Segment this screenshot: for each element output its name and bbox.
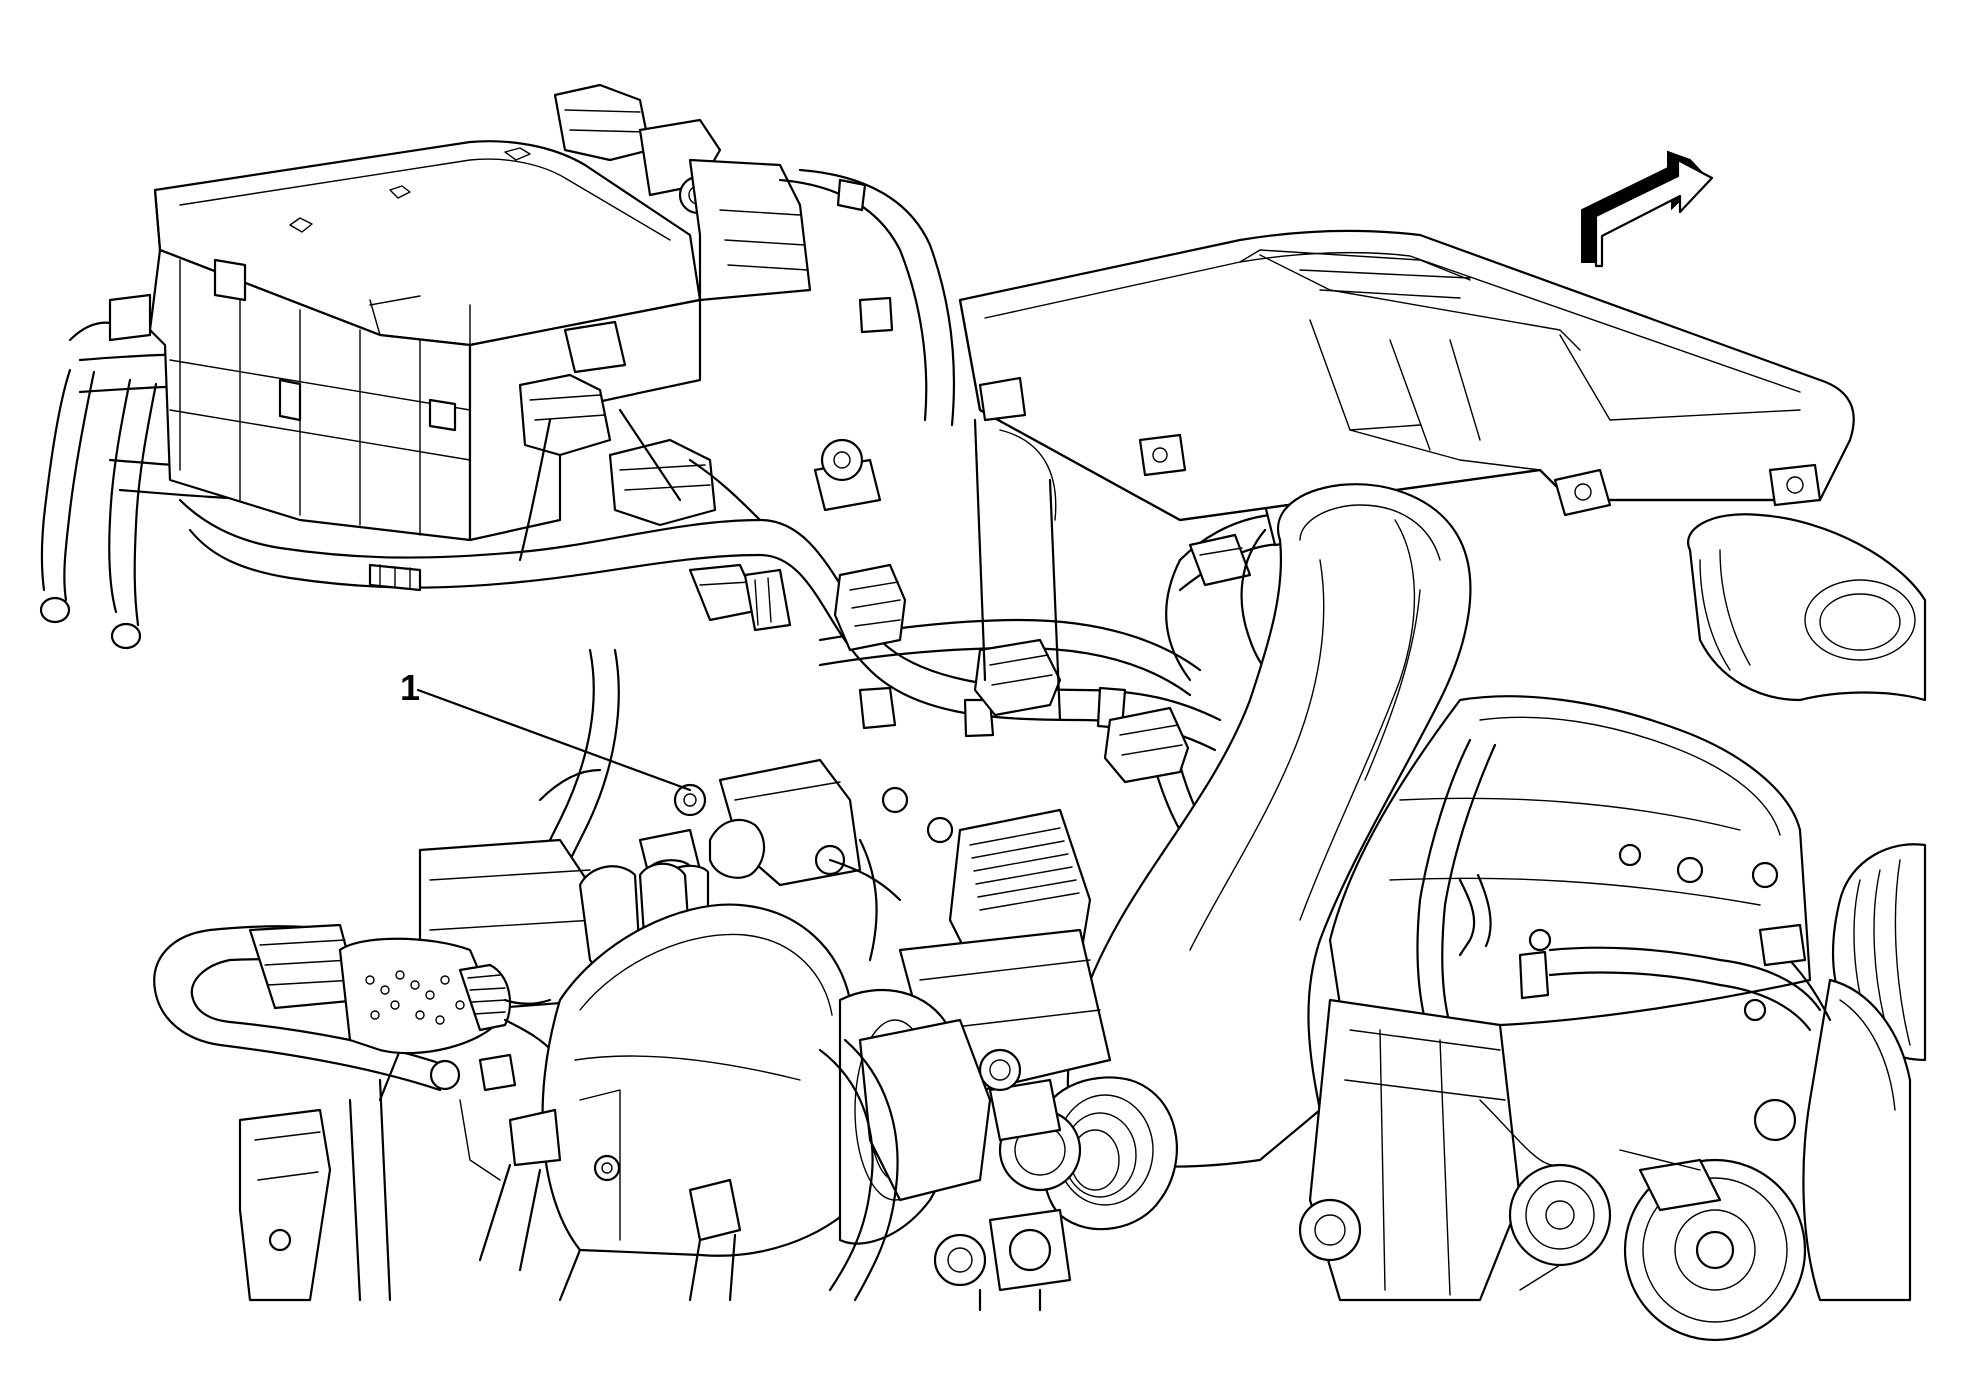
accessory-drive xyxy=(1298,923,1912,1342)
callout-1: 1 xyxy=(400,667,692,792)
engine-valve-cover xyxy=(1328,695,1822,1032)
lower-engine-details xyxy=(688,1018,1072,1312)
transmission-connector-harness xyxy=(153,923,562,1092)
upper-relay-connectors xyxy=(518,83,956,632)
fuse-block xyxy=(108,140,702,592)
callout-1-label: 1 xyxy=(400,667,420,708)
callout-1-leader-line xyxy=(416,688,692,792)
front-direction-arrow-icon xyxy=(1581,150,1714,268)
air-intake-duct xyxy=(1038,483,1472,1231)
frame-bracket-left xyxy=(238,1078,501,1302)
